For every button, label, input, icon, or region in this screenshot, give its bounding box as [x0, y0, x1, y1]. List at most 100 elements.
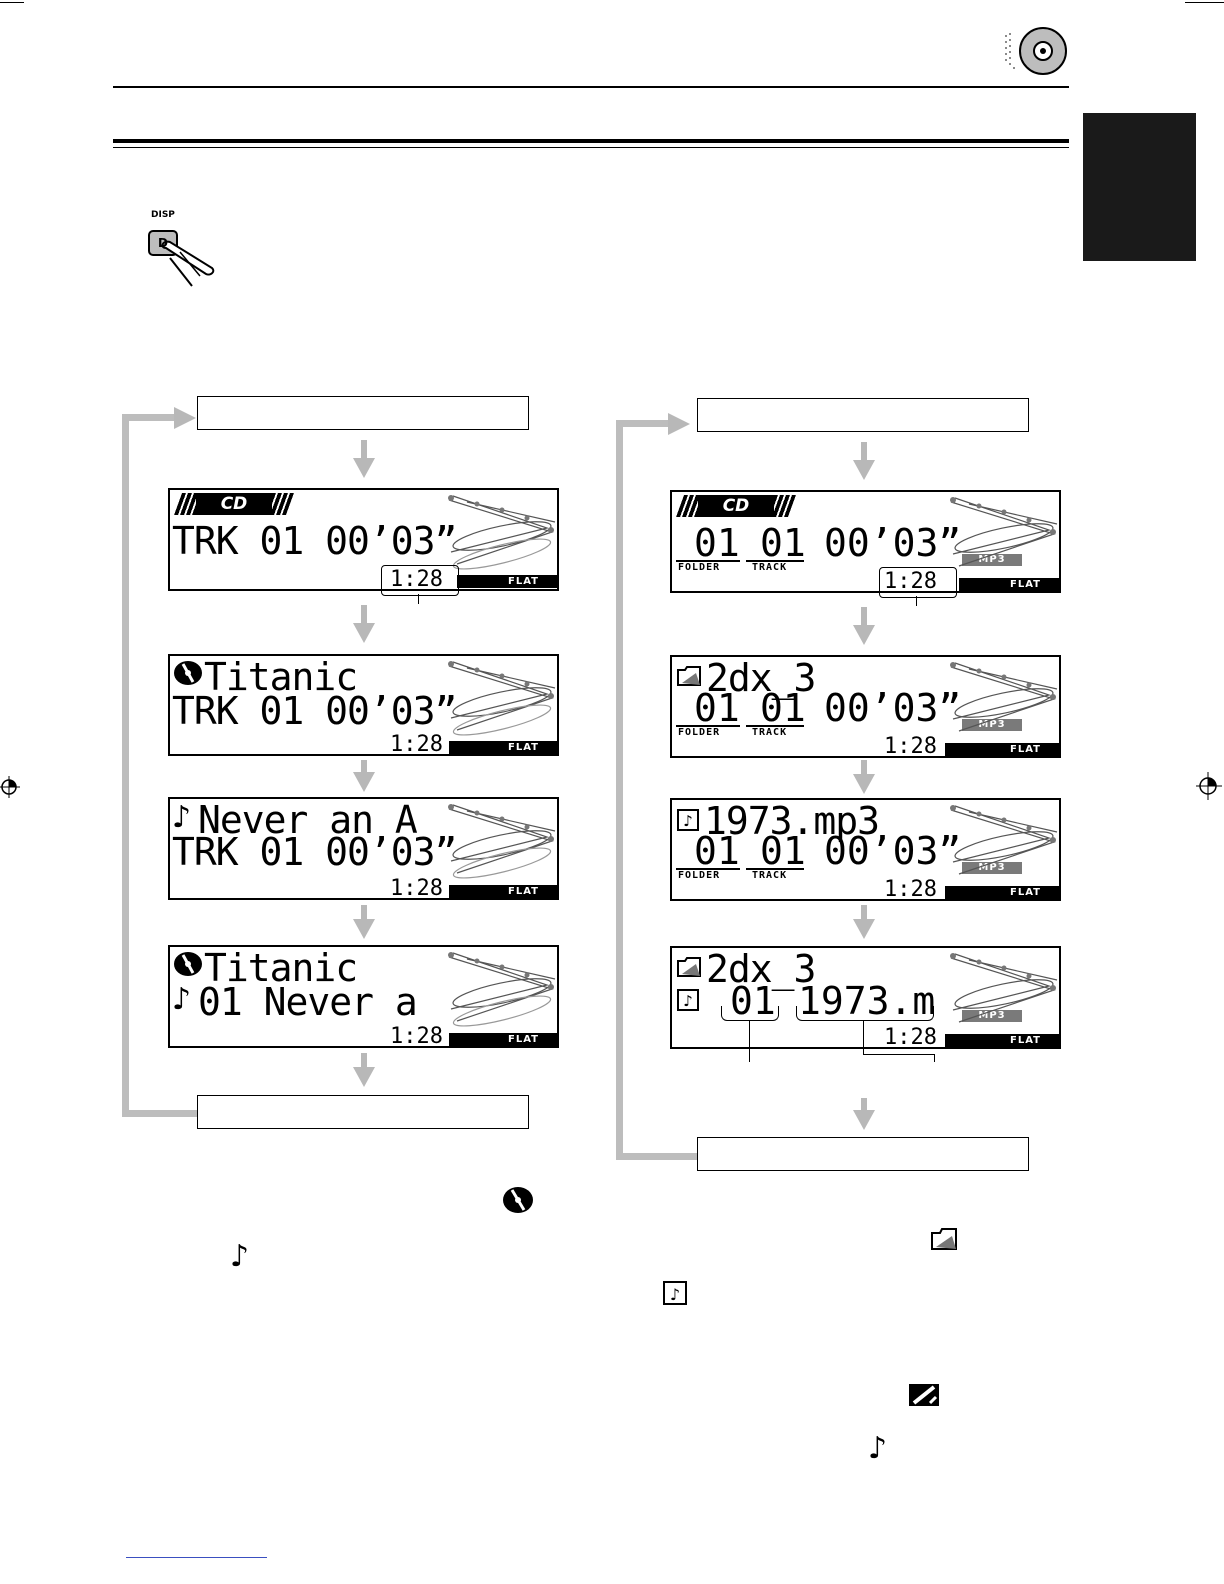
- arrow-down: [853, 774, 875, 794]
- eq-flat-bar: FLAT: [959, 578, 1061, 591]
- arrow-down: [353, 772, 375, 792]
- loop-line-left-bottom: [122, 1110, 197, 1117]
- folder-icon: [676, 956, 702, 978]
- callout-line: [863, 1020, 864, 1054]
- mp3-end-box: [697, 1137, 1029, 1171]
- arrow-down: [353, 919, 375, 939]
- section-rule-thin: [113, 147, 1069, 148]
- lcd-line: TRK 01 00’03”: [172, 522, 456, 560]
- wave-graphic: [447, 801, 557, 883]
- disc-title-icon: [173, 951, 203, 977]
- wave-graphic: [949, 494, 1059, 576]
- music-note-icon: ♪: [868, 1434, 887, 1464]
- track-bracket: [721, 1006, 779, 1021]
- track-number: 01: [760, 524, 806, 562]
- arrow-down: [853, 1110, 875, 1130]
- folder-icon: [930, 1227, 958, 1251]
- eq-flat-bar: FLAT: [449, 741, 559, 754]
- loop-arrowhead-right: [668, 413, 690, 435]
- arrow-stem: [361, 760, 367, 772]
- arrow-stem: [361, 440, 367, 458]
- loop-arrowhead-left: [174, 407, 196, 429]
- cd-display-3: ♪ Never an A TRK 01 00’03” 1:28 FLAT: [168, 797, 559, 900]
- arrow-down: [853, 625, 875, 645]
- music-note-icon: ♪: [172, 803, 191, 833]
- arrow-stem: [361, 605, 367, 623]
- folder-label: FOLDER: [678, 562, 720, 573]
- disp-button-illustration: DISP D: [140, 208, 230, 298]
- lcd-time: 1:28: [390, 1026, 443, 1048]
- crop-mark: [0, 2, 24, 3]
- arrow-stem: [361, 1053, 367, 1067]
- lcd-line: TRK 01 00’03”: [172, 692, 456, 730]
- crop-mark: [1185, 2, 1224, 3]
- file-icon: ♪: [662, 1280, 688, 1306]
- eq-flat-bar: FLAT: [449, 885, 559, 898]
- elapsed-time: 00’03”: [824, 524, 961, 562]
- arrow-down: [353, 458, 375, 478]
- footer-link-line: [126, 1557, 267, 1558]
- eq-flat-bar: FLAT: [945, 1034, 1061, 1047]
- disc-title-icon: [502, 1186, 534, 1214]
- mp3-display-3: ♪ 1973.mp3 01 01 00’03” FOLDER TRACK MP3…: [670, 798, 1061, 901]
- mp3-display-4: 2dx_3 ♪ 01 1973.m MP3 1:28 FLAT: [670, 946, 1061, 1049]
- eq-flat-bar: FLAT: [945, 886, 1061, 899]
- folder-label: FOLDER: [678, 727, 720, 738]
- mp3-start-box: [697, 398, 1029, 432]
- wave-graphic: [949, 950, 1059, 1032]
- lcd-time: 1:28: [390, 734, 443, 756]
- cd-display-4: Titanic ♪ 01 Never a 1:28 FLAT: [168, 945, 559, 1048]
- arrow-stem: [861, 1098, 867, 1110]
- arrow-stem: [861, 760, 867, 774]
- music-note-icon: ♪: [172, 985, 191, 1015]
- time-highlight-bracket: [879, 567, 957, 598]
- header-rule: [113, 86, 1069, 88]
- arrow-stem: [361, 905, 367, 919]
- wave-graphic: [949, 802, 1059, 884]
- time-highlight-bracket: [381, 565, 459, 596]
- loop-line-left-vertical: [122, 414, 129, 1117]
- mp3-display-2: 2dx_3 01 01 00’03” FOLDER TRACK MP3 1:28…: [670, 655, 1061, 758]
- side-tab: [1083, 113, 1196, 261]
- loop-line-right-vertical: [616, 420, 623, 1160]
- arrow-stem: [861, 607, 867, 625]
- loop-line-right-bottom: [616, 1153, 698, 1160]
- cd-start-box: [197, 396, 529, 430]
- eq-flat-bar: FLAT: [449, 1033, 559, 1046]
- arrow-down: [353, 623, 375, 643]
- svg-text:♪: ♪: [670, 1285, 680, 1304]
- disc-icon: [1000, 26, 1070, 78]
- callout-line: [863, 1054, 935, 1055]
- cd-display-1: CD TRK 01 00’03” 1:28 FLAT: [168, 488, 559, 591]
- loop-line-left-top: [122, 414, 177, 421]
- track-label: TRACK: [752, 727, 787, 738]
- lcd-time: 1:28: [884, 879, 937, 901]
- registration-mark: [0, 772, 30, 802]
- disp-key-letter: D: [158, 236, 168, 250]
- lcd-time: 1:28: [884, 736, 937, 758]
- section-rule-thick: [113, 139, 1069, 143]
- disc-title-icon: [173, 660, 203, 686]
- callout-line: [934, 1054, 935, 1062]
- file-icon: ♪: [676, 988, 700, 1012]
- lcd-line: TRK 01 00’03”: [172, 833, 456, 871]
- arrow-down: [853, 919, 875, 939]
- callout-line: [916, 596, 917, 606]
- folder-number: 01: [694, 689, 740, 727]
- track-label: TRACK: [752, 562, 787, 573]
- cd-logo: CD: [676, 495, 796, 517]
- file-bracket: [796, 1006, 934, 1021]
- arrow-down: [853, 460, 875, 480]
- arrow-stem: [861, 905, 867, 919]
- music-note-icon: ♪: [230, 1242, 249, 1272]
- callout-line: [749, 1020, 750, 1062]
- eq-flat-bar: FLAT: [457, 575, 559, 588]
- loop-line-right-top: [616, 420, 671, 427]
- folder-label: FOLDER: [678, 870, 720, 881]
- track-label: TRACK: [752, 870, 787, 881]
- wave-graphic: [447, 949, 557, 1031]
- track-number: 01: [760, 689, 806, 727]
- lcd-time: 1:28: [884, 1027, 937, 1049]
- cd-end-box: [197, 1095, 529, 1129]
- folder-number: 01: [694, 524, 740, 562]
